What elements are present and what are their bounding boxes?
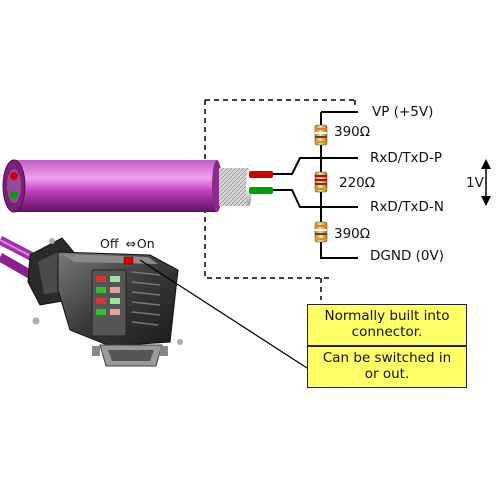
label-resistor-mid: 220Ω [339,175,376,191]
label-vp: VP (+5V) [372,104,434,120]
data-wires [249,157,358,208]
note-built-in-line-2: connector. [351,324,423,340]
resistor-chain [314,111,358,259]
label-resistor-bottom: 390Ω [334,226,371,242]
switch-on-label: On [136,236,155,251]
note-switchable-line-1: Can be switched in [322,350,452,366]
label-dgnd: DGND (0V) [370,248,444,264]
resistor-mid-220 [314,171,328,193]
wire-red [249,171,273,178]
label-rxd-n: RxD/TxD-N [370,199,444,215]
label-resistor-top: 390Ω [334,124,371,140]
note-switchable: Can be switched in or out. [307,346,467,388]
switch-pointer-line [139,259,308,369]
resistor-bottom-390 [314,221,328,243]
profibus-cable [2,159,252,213]
resistor-top-390 [314,124,328,146]
label-voltage: 1V [466,175,484,191]
wire-green [249,187,273,194]
note-built-in-line-1: Normally built into [324,308,450,324]
switch-arrow-icon: ⇔ [125,236,136,251]
cable-core-red [10,172,18,180]
connector-boundary [204,99,356,300]
label-rxd-p: RxD/TxD-P [370,150,442,166]
note-built-in: Normally built into connector. [307,304,467,346]
voltage-arrow [481,159,491,206]
switch-off-label: Off [100,236,119,251]
note-switchable-line-2: or out. [364,366,410,382]
cable-core-green [10,191,18,199]
switch-label: Off ⇔On [100,236,155,251]
dsub-connector-image [0,236,183,367]
termination-switch [123,256,134,265]
